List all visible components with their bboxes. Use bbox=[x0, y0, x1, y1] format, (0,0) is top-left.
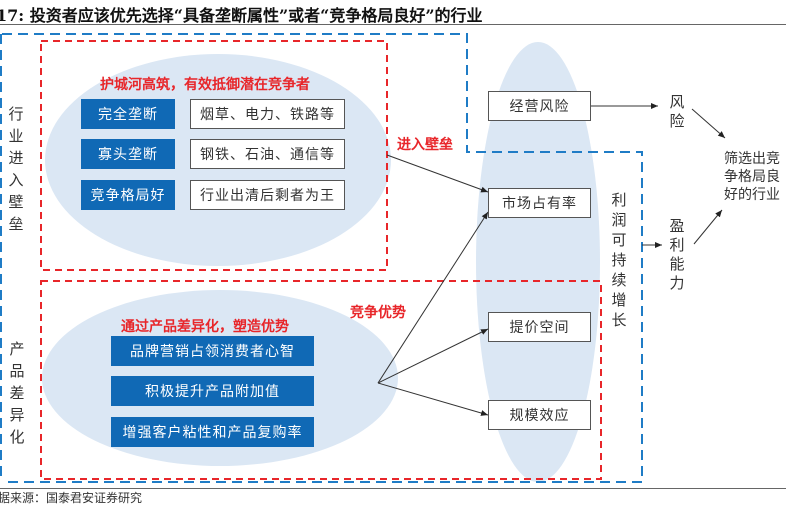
diff-item: 品牌营销占领消费者心智 bbox=[111, 336, 314, 366]
type-box-good-competition: 竞争格局好 bbox=[81, 180, 175, 210]
type-box-complete-monopoly: 完全垄断 bbox=[81, 99, 175, 129]
diff-heading: 通过产品差异化，塑造优势 bbox=[121, 319, 289, 335]
blue-dashed-outline bbox=[2, 33, 643, 483]
profit-label: 盈利能力 bbox=[669, 217, 685, 292]
market-share-box: 市场占有率 bbox=[488, 188, 591, 218]
diff-item: 增强客户粘性和产品复购率 bbox=[111, 417, 314, 447]
arrow-profit-to-result bbox=[693, 209, 723, 245]
arrow-barrier-to-share bbox=[386, 154, 489, 193]
examples-box: 烟草、电力、铁路等 bbox=[190, 99, 345, 129]
type-box-oligopoly: 寡头垄断 bbox=[81, 139, 175, 169]
result-label: 筛选出竞争格局良好的行业 bbox=[724, 151, 780, 203]
scale-box: 规模效应 bbox=[488, 400, 591, 430]
title-divider bbox=[0, 24, 786, 25]
diff-item: 积极提升产品附加值 bbox=[111, 376, 314, 406]
figure-title: 17: 投资者应该优先选择“具备垄断属性”或者“竞争格局良好”的行业 bbox=[0, 6, 483, 25]
barrier-heading: 护城河高筑，有效抵御潜在竞争者 bbox=[100, 77, 310, 93]
side-label-barrier: 行业进入壁垒 bbox=[8, 105, 24, 233]
arrow-adv-to-share bbox=[377, 211, 489, 384]
side-label-diff: 产品差异化 bbox=[9, 340, 25, 446]
arrow-risk-to-result bbox=[691, 108, 726, 139]
examples-box: 行业出清后剩者为王 bbox=[190, 180, 345, 210]
pricing-box: 提价空间 bbox=[488, 312, 591, 342]
risk-box: 经营风险 bbox=[488, 91, 591, 121]
red-box-diff bbox=[40, 280, 602, 480]
tall-ellipse bbox=[476, 42, 600, 482]
advantage-arrow-label: 竞争优势 bbox=[350, 305, 406, 321]
risk-label: 风险 bbox=[669, 93, 685, 130]
arrow-adv-to-scale bbox=[377, 382, 489, 416]
growth-label: 利润可持续增长 bbox=[611, 191, 627, 329]
arrow-adv-to-pricing bbox=[377, 328, 489, 384]
examples-box: 钢铁、石油、通信等 bbox=[190, 139, 345, 169]
barrier-arrow-label: 进入壁垒 bbox=[397, 137, 453, 153]
bottom-divider bbox=[0, 488, 786, 489]
